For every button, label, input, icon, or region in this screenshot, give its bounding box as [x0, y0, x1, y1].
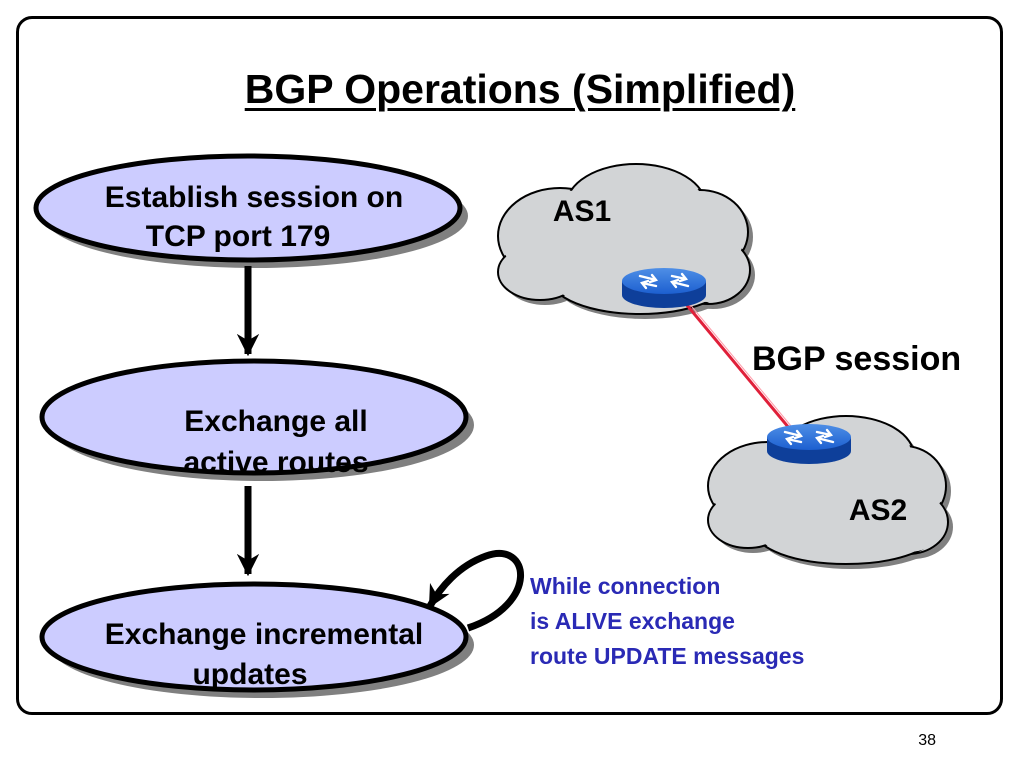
step-label-line2: updates	[192, 658, 307, 691]
page-number: 38	[918, 732, 936, 749]
as1-label: AS1	[553, 195, 611, 228]
as2-label: AS2	[849, 494, 907, 527]
update-note: While connection is ALIVE exchange route…	[530, 573, 804, 669]
bgp-session-label: BGP session	[752, 340, 961, 378]
step-label-line1: Exchange all	[184, 405, 367, 438]
cloud-as2: AS2	[707, 415, 953, 569]
step-label-line1: Establish session on	[105, 181, 403, 214]
step-label-line2: TCP port 179	[146, 220, 331, 253]
step-incremental-updates: Exchange incremental updates	[39, 581, 474, 698]
note-line1: While connection	[530, 573, 720, 599]
note-line3: route UPDATE messages	[530, 643, 804, 669]
router-icon-as2	[767, 424, 851, 464]
note-line2: is ALIVE exchange	[530, 608, 735, 634]
step-label-line2: active routes	[183, 446, 368, 479]
loop-arrow	[426, 550, 524, 632]
step-ellipse	[33, 153, 463, 263]
slide-title: BGP Operations (Simplified)	[244, 66, 796, 112]
bgp-session-link-highlight	[687, 301, 797, 433]
bgp-session-link	[684, 303, 796, 435]
step-establish-session: Establish session on TCP port 179	[33, 153, 468, 268]
step-exchange-all-routes: Exchange all active routes	[39, 358, 474, 481]
step-ellipse	[39, 581, 469, 693]
router-icon-as1	[622, 268, 706, 308]
step-ellipse	[39, 358, 469, 476]
step-label-line1: Exchange incremental	[105, 618, 423, 651]
slide-frame	[16, 16, 1003, 715]
